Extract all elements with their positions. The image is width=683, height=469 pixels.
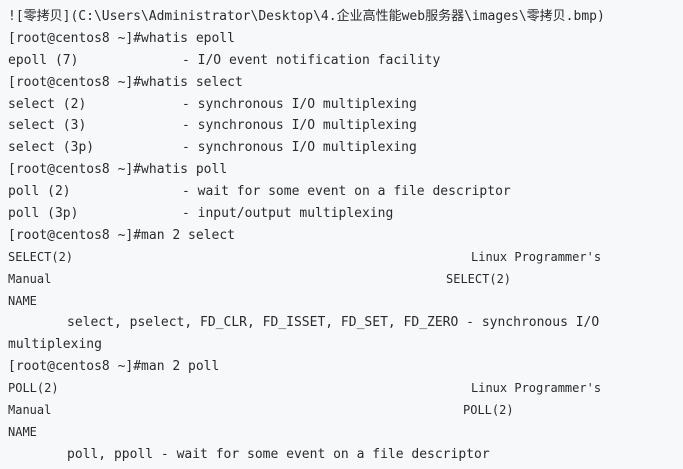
- select-row: select (2) - synchronous I/O multiplexing: [8, 94, 683, 116]
- poll-row: poll (2) - wait for some event on a file …: [8, 181, 683, 203]
- select-man-header-right: Linux Programmer's: [471, 249, 602, 264]
- select-row: select (3p) - synchronous I/O multiplexin…: [8, 137, 683, 159]
- poll-man-manual-right: POLL(2): [463, 403, 514, 418]
- select-name: select (3): [8, 118, 87, 134]
- poll-man-manual-line: Manual POLL(2): [8, 400, 683, 422]
- select-name-continuation: multiplexing: [8, 337, 102, 353]
- epoll-desc: - I/O event notification facility: [182, 52, 441, 68]
- prompt-whatis-epoll: [root@centos8 ~]#whatis epoll: [8, 30, 235, 46]
- select-desc: - synchronous I/O multiplexing: [182, 118, 417, 134]
- select-name-heading: NAME: [8, 293, 37, 308]
- prompt-whatis-poll: [root@centos8 ~]#whatis poll: [8, 162, 228, 178]
- prompt-man-poll: [root@centos8 ~]#man 2 poll: [8, 359, 220, 375]
- select-man-manual-right: SELECT(2): [446, 271, 512, 286]
- poll-man-header-left: POLL(2): [8, 381, 59, 396]
- select-desc: - synchronous I/O multiplexing: [182, 96, 417, 112]
- select-man-header-left: SELECT(2): [8, 249, 74, 264]
- select-man-manual: Manual: [8, 271, 52, 286]
- select-name: select (3p): [8, 140, 95, 156]
- poll-man-header: POLL(2) Linux Programmer's: [8, 378, 683, 400]
- select-name: select (2): [8, 96, 87, 112]
- poll-row: poll (3p) - input/output multiplexing: [8, 203, 683, 225]
- prompt-whatis-select: [root@centos8 ~]#whatis select: [8, 74, 243, 90]
- poll-name: poll (2): [8, 184, 71, 200]
- image-reference-line: ![零拷贝](C:\Users\Administrator\Desktop\4.…: [8, 9, 605, 24]
- poll-name: poll (3p): [8, 206, 79, 222]
- poll-man-header-right: Linux Programmer's: [471, 381, 602, 396]
- poll-desc: - wait for some event on a file descript…: [182, 184, 511, 200]
- poll-name-text: poll, ppoll - wait for some event on a f…: [67, 446, 490, 462]
- select-row: select (3) - synchronous I/O multiplexing: [8, 115, 683, 137]
- poll-desc: - input/output multiplexing: [182, 206, 394, 222]
- select-man-manual-line: Manual SELECT(2): [8, 269, 683, 291]
- select-man-header: SELECT(2) Linux Programmer's: [8, 247, 683, 269]
- poll-name-heading: NAME: [8, 424, 37, 439]
- epoll-name: epoll (7): [8, 52, 79, 68]
- poll-man-manual: Manual: [8, 403, 52, 418]
- select-desc: - synchronous I/O multiplexing: [182, 140, 417, 156]
- select-name-text: select, pselect, FD_CLR, FD_ISSET, FD_SE…: [67, 315, 600, 331]
- epoll-row: epoll (7) - I/O event notification facili…: [8, 50, 683, 72]
- prompt-man-select: [root@centos8 ~]#man 2 select: [8, 227, 235, 243]
